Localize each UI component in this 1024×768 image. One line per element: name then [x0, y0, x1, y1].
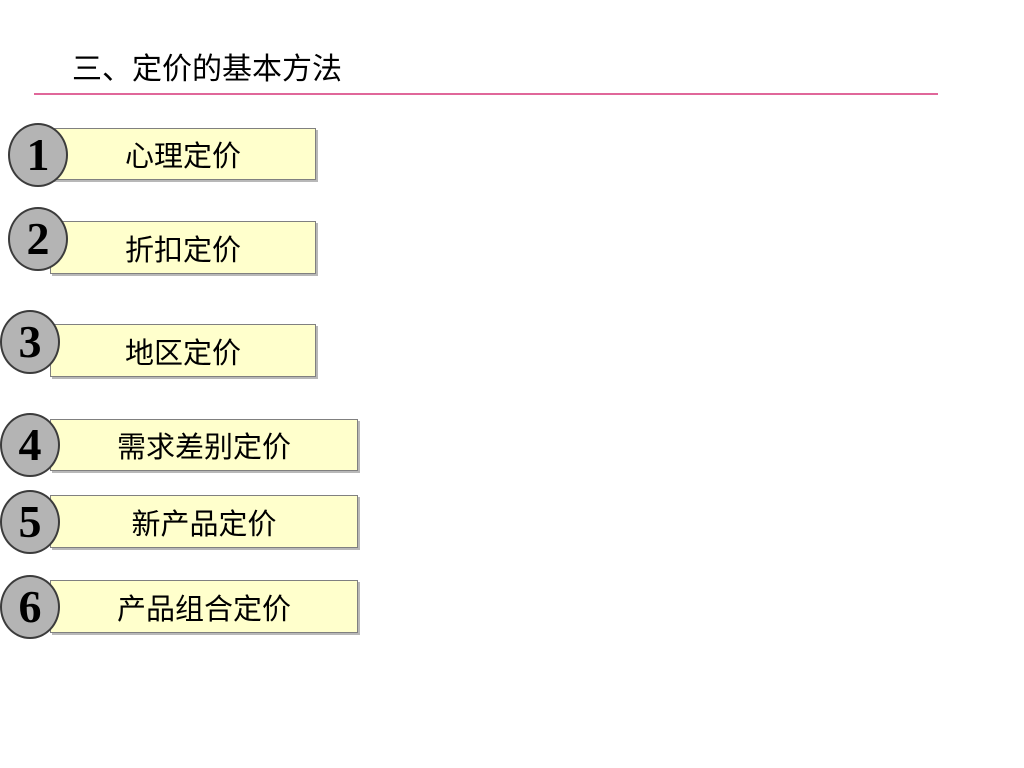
number-badge-2: 2: [8, 207, 68, 271]
number-badge-5-text: 5: [18, 496, 42, 547]
method-box-4: 需求差别定价: [50, 419, 358, 471]
method-label-2: 折扣定价: [124, 232, 241, 267]
number-badge-4-text: 4: [18, 419, 42, 470]
number-badge-6: 6: [0, 575, 60, 639]
number-badge-1: 1: [8, 123, 68, 187]
method-label-1: 心理定价: [124, 139, 241, 173]
number-badge-3: 3: [0, 310, 60, 374]
method-box-1: 心理定价: [50, 128, 316, 180]
number-badge-1-text: 1: [26, 129, 50, 180]
number-badge-3-text: 3: [18, 316, 42, 367]
method-label-5: 新产品定价: [131, 506, 277, 541]
method-label-3: 地区定价: [124, 335, 241, 370]
title-divider: [34, 93, 938, 95]
method-box-6: 产品组合定价: [50, 580, 358, 633]
method-label-4: 需求差别定价: [116, 430, 291, 464]
slide-title: 三、定价的基本方法: [72, 52, 342, 87]
number-badge-4: 4: [0, 413, 60, 477]
number-badge-2-text: 2: [26, 213, 50, 264]
method-box-3: 地区定价: [50, 324, 316, 377]
method-label-6: 产品组合定价: [116, 591, 291, 626]
number-badge-6-text: 6: [18, 581, 42, 632]
method-box-2: 折扣定价: [50, 221, 316, 274]
method-box-5: 新产品定价: [50, 495, 358, 548]
number-badge-5: 5: [0, 490, 60, 554]
